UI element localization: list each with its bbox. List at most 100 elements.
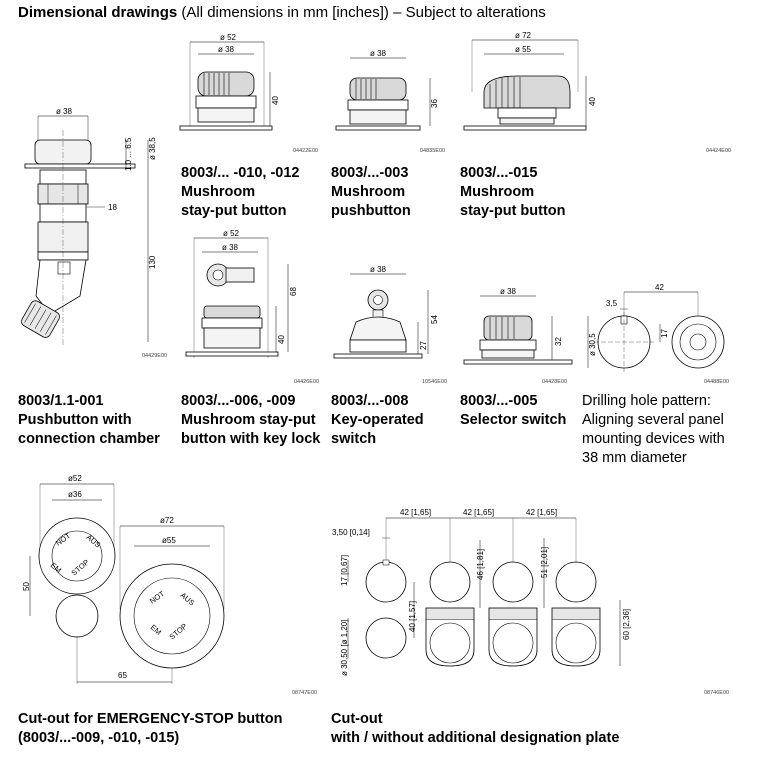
dim-d38: ø 38 xyxy=(370,265,387,274)
dim-40: 40 xyxy=(271,96,280,105)
drawing-mushroom-003: ø 38 36 04835E00 xyxy=(335,49,445,154)
dim-d52: ø 52 xyxy=(223,229,240,238)
caption-line: Pushbutton with xyxy=(18,412,132,428)
dim-60: 60 [2,36] xyxy=(622,609,631,640)
caption-line: button with key lock xyxy=(181,431,321,447)
dim-d38: ø 38 xyxy=(56,107,73,116)
drawing-mushroom-010: ø 52 ø 38 40 04422E00 xyxy=(179,33,318,154)
dim-d55: ø 55 xyxy=(515,45,532,54)
caption-drilling: Drilling hole pattern: Aligning several … xyxy=(582,392,725,468)
dim-130: 130 xyxy=(148,255,157,269)
caption-line: 8003/...-006, -009 xyxy=(181,393,296,409)
dim-42-b: 42 [1,65] xyxy=(463,508,494,517)
dim-d36: ø36 xyxy=(68,490,82,499)
dim-40: 40 xyxy=(588,97,597,106)
dim-d72: ø72 xyxy=(160,516,174,525)
drawing-code: 04428E00 xyxy=(542,379,567,385)
dim-3-5: 3,5 xyxy=(606,299,618,308)
caption-line: Cut-out xyxy=(331,711,383,727)
dim-3-50: 3,50 [0,14] xyxy=(332,528,370,537)
caption-line: Mushroom stay-put xyxy=(181,412,316,428)
dim-d38: ø 38 xyxy=(218,45,235,54)
drawing-connection-chamber: ø 38 18 1.0 ... 6.5 ø 38,5 130 04429E00 xyxy=(21,107,167,359)
caption-line: 8003/...-015 xyxy=(460,165,538,181)
dim-d72: ø 72 xyxy=(515,31,532,40)
caption-line: Mushroom xyxy=(460,184,535,200)
drawing-cutout-estop: ø52 ø36 NOT AUS EM STOP 50 ø72 ø55 NOT A… xyxy=(22,474,317,696)
dim-51: 51 [2,01] xyxy=(540,547,549,578)
dim-42: 42 xyxy=(655,283,664,292)
caption-cutout-estop: Cut-out for EMERGENCY-STOP button (8003/… xyxy=(18,710,282,748)
caption-line: mounting devices with xyxy=(582,431,725,447)
drawing-code: 04422E00 xyxy=(293,148,318,154)
dim-42-c: 42 [1,65] xyxy=(526,508,557,517)
drawing-code: 08746E00 xyxy=(704,690,729,696)
dim-17: 17 xyxy=(660,329,669,338)
caption-line: 8003/... -010, -012 xyxy=(181,165,300,181)
drawing-code: 10546E00 xyxy=(422,379,447,385)
dim-d38: ø 38 xyxy=(370,49,387,58)
drawing-drilling-pattern: 42 3,5 ø 30,5 17 04488E00 xyxy=(587,283,729,385)
caption-line: (8003/...-009, -010, -015) xyxy=(18,730,180,746)
dim-d52: ø 52 xyxy=(220,33,237,42)
caption-line: 38 mm diameter xyxy=(582,450,687,466)
drawing-code: 08747E00 xyxy=(292,690,317,696)
caption-line: connection chamber xyxy=(18,431,160,447)
drawing-code: 04424E00 xyxy=(706,148,731,154)
dim-42-a: 42 [1,65] xyxy=(400,508,431,517)
caption-line: pushbutton xyxy=(331,203,411,219)
drawing-cutout-plate: 42 [1,65] 42 [1,65] 42 [1,65] 3,50 [0,14… xyxy=(332,508,729,696)
dim-d38-5: 18 xyxy=(108,203,117,212)
dim-32: 32 xyxy=(554,337,563,346)
dim-40: 40 xyxy=(277,335,286,344)
caption-line: Drilling hole pattern: xyxy=(582,393,711,409)
caption-line: with / without additional designation pl… xyxy=(331,730,620,746)
caption-mushroom-015: 8003/...-015 Mushroom stay-put button xyxy=(460,164,566,221)
dim-d55: ø55 xyxy=(162,536,176,545)
caption-keylock-006: 8003/...-006, -009 Mushroom stay-put but… xyxy=(181,392,320,449)
dim-36: 36 xyxy=(430,99,439,108)
caption-line: 8003/...-003 xyxy=(331,165,409,181)
caption-line: Aligning several panel xyxy=(582,412,724,428)
dim-65: 65 xyxy=(118,671,127,680)
caption-mushroom-003: 8003/...-003 Mushroom pushbutton xyxy=(331,164,411,221)
drawing-selector-005: ø 38 32 04428E00 xyxy=(463,287,573,385)
caption-line: Mushroom xyxy=(181,184,256,200)
caption-line: Key-operated xyxy=(331,412,424,428)
title-bold: Dimensional drawings xyxy=(18,4,178,21)
drawing-code: 04429E00 xyxy=(142,353,167,359)
drawing-code: 04835E00 xyxy=(420,148,445,154)
dim-17: 17 [0,67] xyxy=(340,555,349,586)
caption-line: stay-put button xyxy=(460,203,566,219)
drawing-keylock-006: ø 52 ø 38 68 40 04426E00 xyxy=(185,229,319,385)
dim-18: ø 38,5 xyxy=(148,137,157,160)
caption-key-008: 8003/...-008 Key-operated switch xyxy=(331,392,424,449)
drawing-code: 04426E00 xyxy=(294,379,319,385)
caption-line: Mushroom xyxy=(331,184,406,200)
dim-40: 40 [1,57] xyxy=(408,601,417,632)
dim-d38: ø 38 xyxy=(222,243,239,252)
dim-27: 27 xyxy=(419,341,428,350)
dim-d38: ø 38 xyxy=(500,287,517,296)
caption-line: switch xyxy=(331,431,377,447)
dim-1-6-5: 1.0 ... 6.5 xyxy=(124,137,133,171)
dim-54: 54 xyxy=(430,315,439,324)
dim-50: 50 xyxy=(22,582,31,591)
drawing-code: 04488E00 xyxy=(704,379,729,385)
caption-line: 8003/...-008 xyxy=(331,393,409,409)
dim-d30-5: ø 30,5 xyxy=(588,333,597,356)
page-title: Dimensional drawings (All dimensions in … xyxy=(18,4,546,21)
caption-connection-chamber: 8003/1.1-001 Pushbutton with connection … xyxy=(18,392,160,449)
caption-line: Selector switch xyxy=(460,412,567,428)
caption-mushroom-010: 8003/... -010, -012 Mushroom stay-put bu… xyxy=(181,164,300,221)
title-rest: (All dimensions in mm [inches]) – Subjec… xyxy=(177,4,546,21)
caption-selector-005: 8003/...-005 Selector switch xyxy=(460,392,566,430)
caption-cutout-plate: Cut-out with / without additional design… xyxy=(331,710,619,748)
caption-line: 8003/1.1-001 xyxy=(18,393,104,409)
dim-68: 68 xyxy=(289,287,298,296)
caption-line: 8003/...-005 xyxy=(460,393,538,409)
dim-d52: ø52 xyxy=(68,474,82,483)
drawing-key-008: ø 38 54 27 10546E00 xyxy=(333,265,447,385)
dim-d30-50: ø 30,50 [ø 1,20] xyxy=(340,620,349,676)
caption-line: Cut-out for EMERGENCY-STOP button xyxy=(18,711,283,727)
